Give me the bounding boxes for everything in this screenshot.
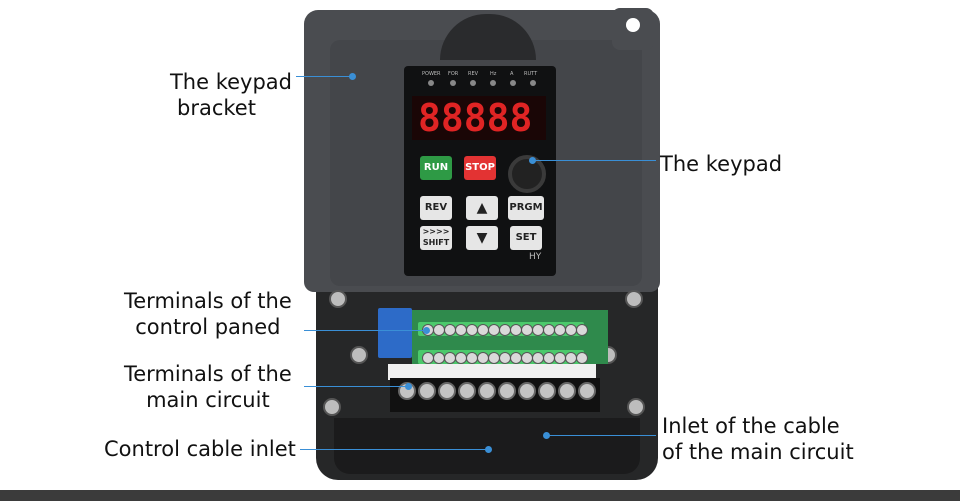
indicator-label-rutt: RUTT (524, 71, 538, 77)
main-terminal-screw (478, 382, 496, 400)
prgm-button[interactable]: PRGM (508, 196, 544, 220)
callout-dot-main-terminals (405, 383, 412, 390)
label-keypad: The keypad (660, 152, 783, 176)
indicator-label-rev: REV (468, 71, 479, 77)
housing-screw (350, 346, 368, 364)
indicator-led (428, 80, 434, 86)
label-control-terminals-line2: control paned (135, 315, 281, 339)
housing-screw (329, 290, 347, 308)
main-terminal-screw (518, 382, 536, 400)
label-main-terminals-line2: main circuit (146, 388, 270, 412)
shift-arrows-icon: >>>> (422, 227, 450, 236)
mounting-hole (626, 18, 640, 32)
indicator-label-hz: Hz (490, 71, 497, 77)
set-button[interactable]: SET (510, 226, 542, 250)
callout-line-main-terminals (304, 386, 408, 387)
indicator-led (470, 80, 476, 86)
callout-line-keypad (532, 160, 656, 161)
indicator-label-a: A (510, 71, 514, 77)
housing-screw (323, 398, 341, 416)
callout-line-control-terminals (304, 330, 426, 331)
rev-button[interactable]: REV (420, 196, 452, 220)
callout-line-bracket (296, 76, 352, 77)
indicator-label-power: POWER (422, 71, 441, 77)
indicator-led (510, 80, 516, 86)
callout-dot-keypad (529, 157, 536, 164)
label-main-cable-inlet: Inlet of the cable of the main circuit (662, 413, 854, 465)
main-terminal-screw (458, 382, 476, 400)
indicator-led (450, 80, 456, 86)
main-terminal-screw (438, 382, 456, 400)
control-terminal-screw (576, 352, 588, 364)
callout-dot-control-terminals (423, 327, 430, 334)
bottom-bar (0, 490, 960, 501)
down-arrow-button[interactable]: ▼ (466, 226, 498, 250)
label-control-terminals: Terminals of the control paned (124, 288, 292, 340)
label-control-terminals-line1: Terminals of the (124, 289, 292, 313)
label-main-cable-inlet-line2: of the main circuit (662, 440, 854, 464)
shift-button[interactable]: >>>> SHIFT (420, 226, 452, 250)
label-keypad-bracket-line2: bracket (177, 96, 256, 120)
label-main-cable-inlet-line1: Inlet of the cable (662, 414, 840, 438)
brand-mark: HY (529, 252, 542, 262)
main-terminal-screw (558, 382, 576, 400)
display-digits: 88888 (418, 96, 533, 140)
terminal-marking-strip (388, 364, 596, 380)
housing-screw (627, 398, 645, 416)
main-terminal-screw (538, 382, 556, 400)
callout-dot-main-inlet (543, 432, 550, 439)
seven-segment-display: 88888 (412, 96, 546, 140)
run-button[interactable]: RUN (420, 156, 452, 180)
relay-module (378, 308, 412, 358)
control-terminal-screw (576, 324, 588, 336)
label-control-cable-inlet: Control cable inlet (104, 437, 296, 461)
indicator-led (490, 80, 496, 86)
stop-button[interactable]: STOP (464, 156, 496, 180)
callout-dot-control-inlet (485, 446, 492, 453)
shift-button-label: SHIFT (422, 238, 450, 247)
speed-knob[interactable] (508, 155, 546, 193)
label-main-terminals-line1: Terminals of the (124, 362, 292, 386)
indicator-label-for: FOR (448, 71, 459, 77)
up-arrow-button[interactable]: ▲ (466, 196, 498, 220)
callout-line-main-inlet (546, 435, 656, 436)
label-keypad-bracket-line1: The keypad (169, 70, 292, 94)
callout-line-control-inlet (300, 449, 488, 450)
housing-screw (625, 290, 643, 308)
callout-dot-bracket (349, 73, 356, 80)
indicator-led (530, 80, 536, 86)
label-keypad-bracket: The keypad bracket (150, 69, 292, 121)
main-terminal-screw (498, 382, 516, 400)
main-terminal-screw (578, 382, 596, 400)
label-main-terminals: Terminals of the main circuit (124, 361, 292, 413)
main-terminal-screw (418, 382, 436, 400)
